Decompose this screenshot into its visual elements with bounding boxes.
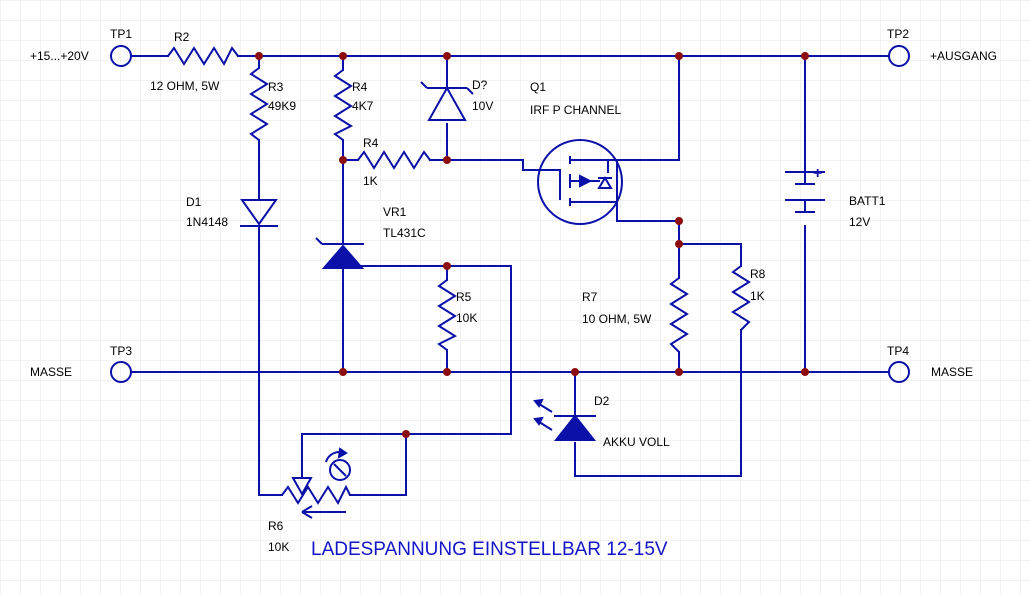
testpoint-tp4-label: TP4	[887, 344, 909, 358]
resistor-r3-symbol[interactable]	[249, 67, 269, 141]
junction-dot	[801, 368, 809, 376]
junction-dot	[675, 52, 683, 60]
d1-ref: D1	[186, 195, 202, 209]
battery-batt1-symbol[interactable]	[785, 171, 825, 213]
zener-diode-symbol[interactable]	[420, 81, 474, 121]
testpoint-tp1-symbol[interactable]	[110, 45, 132, 67]
testpoint-tp4-symbol[interactable]	[888, 361, 910, 383]
diagram-title: LADESPANNUNG EINSTELLBAR 12-15V	[311, 539, 668, 560]
wire-q1-branch	[607, 55, 680, 245]
junction-dot	[339, 368, 347, 376]
q1-ref: Q1	[530, 80, 546, 94]
resistor-r4-1k-symbol[interactable]	[357, 150, 431, 170]
d2-value: AKKU VOLL	[603, 435, 670, 449]
junction-dot	[255, 52, 263, 60]
q1-value: IRF P CHANNEL	[530, 103, 621, 117]
junction-dot	[339, 52, 347, 60]
junction-dot	[402, 430, 410, 438]
r4-1k-value: 1K	[363, 174, 378, 188]
junction-dot	[443, 156, 451, 164]
zener-value: 10V	[472, 99, 493, 113]
r8-value: 1K	[750, 289, 765, 303]
junction-dot	[443, 52, 451, 60]
r2-value: 12 OHM, 5W	[150, 79, 220, 93]
net-label-ground-right: MASSE	[931, 365, 973, 379]
wire-tl431-branch	[301, 55, 512, 479]
net-label-ground-left: MASSE	[30, 365, 72, 379]
resistor-r5-symbol[interactable]	[437, 279, 458, 351]
batt1-value: 12V	[849, 215, 870, 229]
r4-4k7-value: 4K7	[352, 99, 374, 113]
wire-gate-branch	[342, 55, 551, 171]
resistor-r2-symbol[interactable]	[167, 46, 239, 67]
d1-value: 1N4148	[186, 215, 228, 229]
net-label-input: +15...+20V	[30, 49, 89, 63]
testpoint-tp2-label: TP2	[887, 27, 909, 41]
vr1-ref: VR1	[383, 205, 407, 219]
r3-value: 49K9	[268, 99, 296, 113]
testpoint-tp2-symbol[interactable]	[888, 45, 910, 67]
r2-ref: R2	[174, 30, 190, 44]
mosfet-q1-symbol[interactable]	[537, 139, 623, 225]
r6-value: 10K	[268, 540, 289, 554]
r4-1k-ref: R4	[363, 136, 379, 150]
wire-r3-branch	[258, 55, 283, 496]
led-d2-symbol[interactable]	[533, 398, 597, 441]
resistor-r4-4k7-symbol[interactable]	[333, 69, 354, 141]
testpoint-tp3-symbol[interactable]	[110, 361, 132, 383]
r7-value: 10 OHM, 5W	[582, 312, 652, 326]
net-label-output: +AUSGANG	[930, 49, 997, 63]
junction-dot	[443, 262, 451, 270]
tl431-symbol[interactable]	[315, 237, 365, 269]
r5-value: 10K	[456, 311, 477, 325]
wire-r6-loop	[349, 433, 407, 496]
diode-d1-symbol[interactable]	[240, 199, 278, 227]
junction-dot	[339, 156, 347, 164]
junction-dot	[675, 240, 683, 248]
r7-ref: R7	[582, 290, 598, 304]
potentiometer-r6-symbol[interactable]	[281, 447, 351, 519]
d2-ref: D2	[594, 394, 610, 408]
testpoint-tp3-label: TP3	[110, 344, 132, 358]
r6-ref: R6	[268, 519, 284, 533]
r4-4k7-ref: R4	[352, 80, 368, 94]
junction-dot	[443, 368, 451, 376]
junction-dot	[675, 217, 683, 225]
wire-r7-r8-branch	[574, 243, 742, 477]
batt1-polarity: +	[813, 165, 822, 182]
r5-ref: R5	[456, 290, 472, 304]
junction-dot	[801, 52, 809, 60]
testpoint-tp1-label: TP1	[110, 27, 132, 41]
batt1-ref: BATT1	[849, 194, 886, 208]
r8-ref: R8	[750, 267, 766, 281]
zener-ref: D?	[472, 78, 488, 92]
junction-dot	[675, 368, 683, 376]
junction-dots	[255, 52, 809, 438]
junction-dot	[571, 368, 579, 376]
r3-ref: R3	[268, 80, 284, 94]
resistor-r8-symbol[interactable]	[731, 265, 751, 331]
resistor-r7-symbol[interactable]	[669, 277, 689, 353]
vr1-value: TL431C	[383, 226, 426, 240]
